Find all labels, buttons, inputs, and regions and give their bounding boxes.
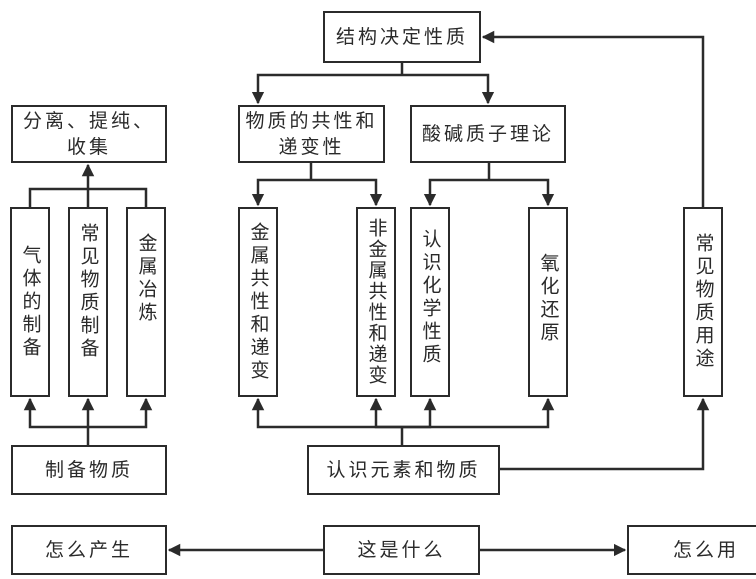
edge-acid-to-chem-props [423, 178, 489, 207]
node-label: 非金属共性和递变 [365, 218, 388, 386]
edge-know-to-chem-props [402, 397, 437, 429]
node-how-produced: 怎么产生 [11, 525, 167, 575]
edge-know-to-redox [402, 397, 555, 429]
node-label: 分离、提纯、收集 [22, 110, 155, 158]
node-label: 认识元素和物质 [326, 459, 481, 481]
edge-acid-to-redox [489, 178, 555, 207]
node-metal-common-trend: 金属共性和递变 [238, 207, 278, 397]
edge-prepare-to-smelting [88, 397, 153, 429]
edge-know-to-metal [251, 397, 402, 429]
node-common-substance-uses: 常见物质用途 [683, 207, 723, 397]
edge-prepare-to-gas [23, 397, 88, 429]
node-acid-base-proton-theory: 酸碱质子理论 [410, 105, 566, 163]
node-label: 酸碱质子理论 [421, 123, 554, 145]
node-metal-smelting: 金属冶炼 [126, 207, 166, 397]
node-nonmetal-common-trend: 非金属共性和递变 [356, 207, 396, 397]
node-label: 这是什么 [357, 539, 446, 561]
node-label: 金属冶炼 [135, 233, 158, 325]
node-redox: 氧化还原 [528, 207, 568, 397]
edge-structure-to-acid-base [402, 73, 495, 105]
node-label: 物质的共性和递变性 [245, 110, 378, 158]
node-what-is-it: 这是什么 [323, 525, 480, 575]
node-separation-purification-collection: 分离、提纯、收集 [11, 105, 167, 163]
node-label: 气体的制备 [19, 244, 42, 360]
edge-uses-to-structure [481, 30, 705, 207]
edge-structure-to-common-trend [251, 73, 402, 105]
node-know-elements-and-substances: 认识元素和物质 [307, 445, 500, 495]
node-label: 常见物质制备 [77, 223, 100, 361]
edge-common-to-metal [251, 178, 311, 207]
node-gas-preparation: 气体的制备 [10, 207, 50, 397]
node-prepare-substances: 制备物质 [11, 445, 167, 495]
node-label: 怎么用 [673, 539, 740, 561]
node-label: 氧化还原 [537, 253, 560, 345]
node-label: 常见物质用途 [692, 233, 715, 371]
node-common-substance-preparation: 常见物质制备 [68, 207, 108, 397]
node-label: 怎么产生 [44, 539, 133, 561]
node-chemical-properties: 认识化学性质 [410, 207, 450, 397]
node-how-used: 怎么用 [627, 525, 756, 575]
node-label: 制备物质 [44, 459, 133, 481]
node-common-and-trend: 物质的共性和递变性 [238, 105, 385, 163]
edge-know-to-uses [500, 397, 710, 471]
node-label: 结构决定性质 [335, 26, 468, 48]
node-label: 金属共性和递变 [247, 221, 270, 383]
edge-common-to-nonmetal [311, 178, 383, 207]
node-label: 认识化学性质 [419, 229, 442, 367]
edge-know-to-nonmetal [369, 397, 402, 429]
node-structure-determines-properties: 结构决定性质 [323, 11, 481, 63]
